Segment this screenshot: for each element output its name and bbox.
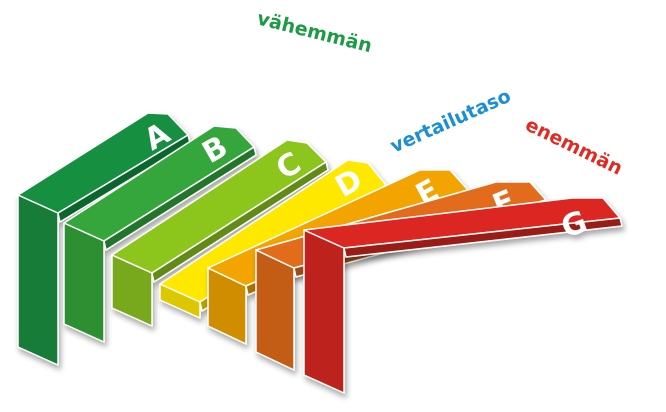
energy-class-g-side (343, 217, 623, 258)
label-less: vähemmän (255, 8, 374, 58)
energy-class-a-arrow (17, 112, 189, 214)
energy-class-g-arrow (303, 197, 621, 249)
energy-class-b: B (63, 125, 257, 343)
energy-class-f-front (255, 249, 295, 371)
energy-class-a: A (17, 112, 191, 366)
energy-class-c: C (111, 139, 329, 327)
energy-class-g: G (303, 197, 623, 394)
energy-class-b-side (103, 146, 257, 251)
energy-class-c-arrow (111, 139, 327, 274)
energy-class-c-side (151, 161, 329, 283)
label-reference: vertailutaso (387, 85, 514, 158)
energy-class-b-arrow (63, 125, 255, 242)
energy-class-g-front (303, 229, 345, 394)
label-more: enemmän (522, 114, 626, 180)
energy-class-b-front (63, 222, 105, 343)
energy-class-a-front (17, 194, 59, 366)
